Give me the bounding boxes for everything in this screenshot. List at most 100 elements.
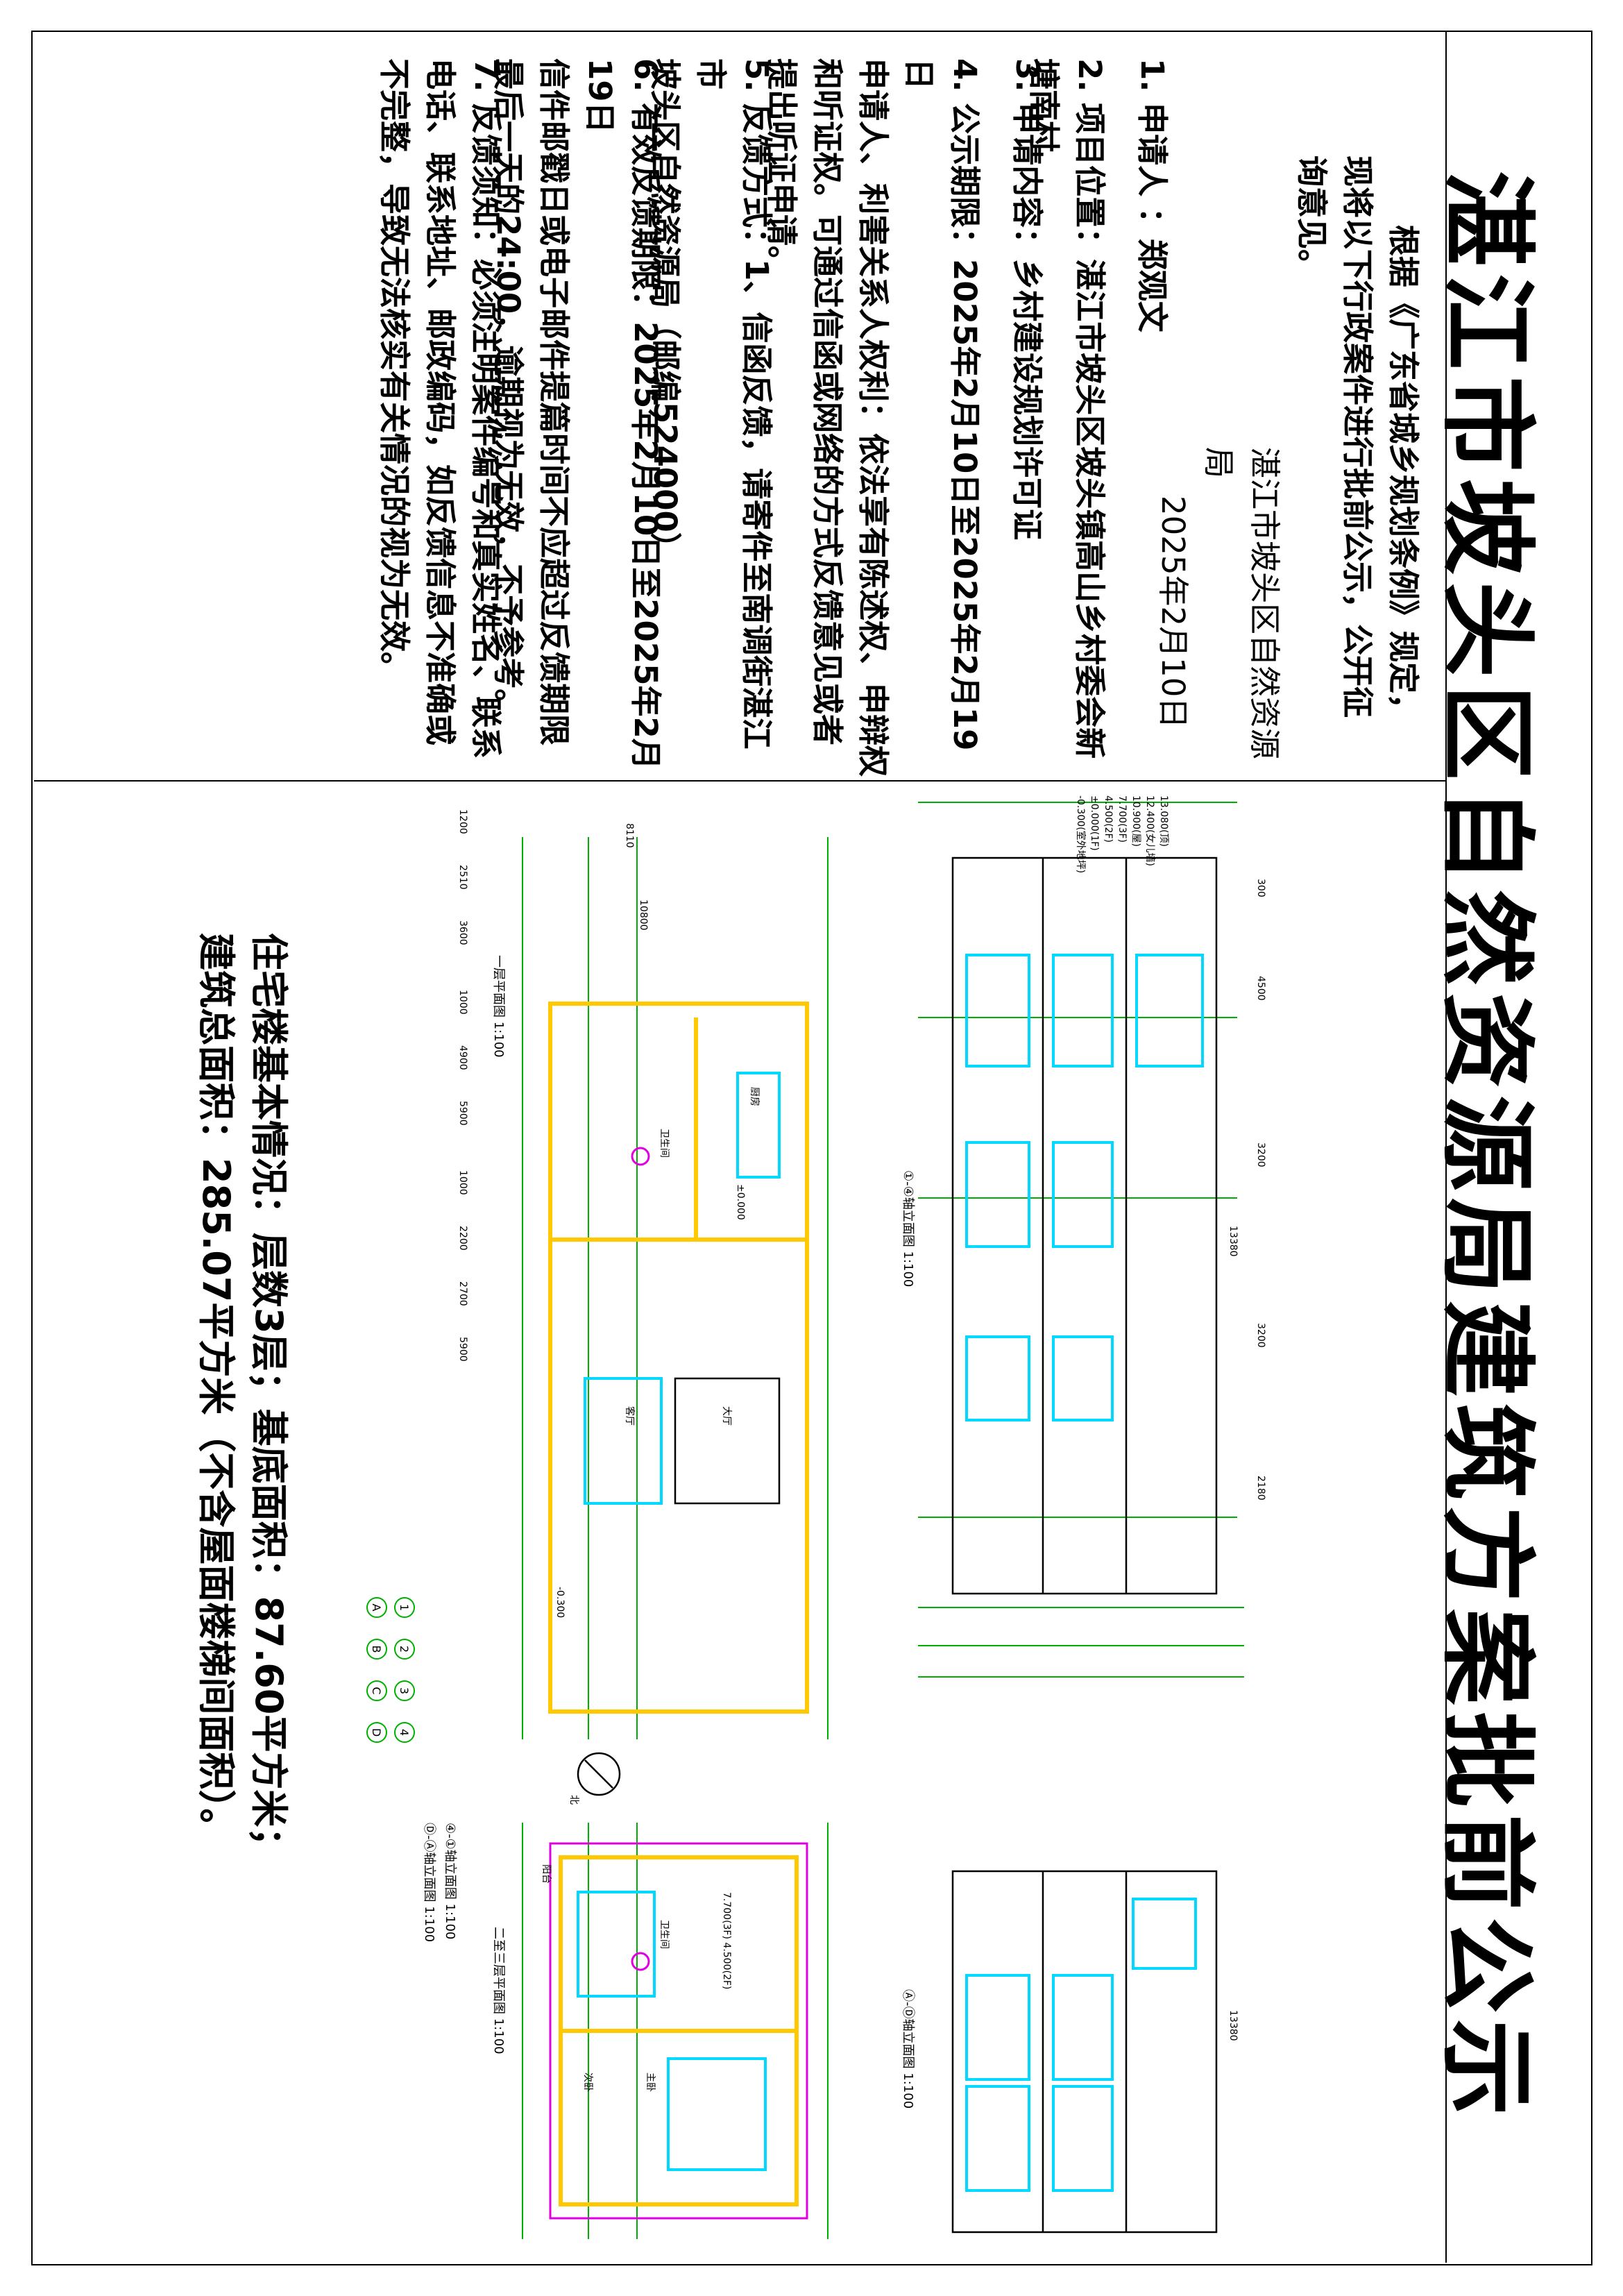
plan-ground-floor: 一层平面图 1:100 厨房 卫生间 客厅 大厅 ±0.000 -0.300 1… — [491, 823, 829, 1739]
dim-long-total: 13380 — [1227, 1226, 1239, 1257]
level-3: 10.900(屋) — [1130, 795, 1141, 847]
window — [965, 1141, 1030, 1248]
method-line-1: 5. 反馈方式：1、信函反馈，请寄件至南调街湛江市 — [692, 58, 775, 750]
notice-line-2: 电话、联系地址、邮政编码，如反馈信息不准确或 — [421, 58, 459, 746]
elev-back-label: ④-①轴立面图 1:100 — [443, 1823, 457, 1939]
axis-a: A — [370, 1604, 383, 1612]
axis-bubble — [366, 1597, 387, 1618]
dim: 300 — [1255, 879, 1266, 897]
window — [965, 2085, 1030, 2192]
intro-paragraph: 根据《广东省城乡规划条例》规定， — [1380, 225, 1426, 725]
north-label: 北 — [568, 1795, 579, 1805]
dim: 5900 — [457, 1101, 468, 1126]
axis-1: 1 — [398, 1604, 411, 1611]
window — [1051, 2085, 1114, 2192]
plan1-label: 一层平面图 1:100 — [491, 955, 506, 1058]
room-kitchen: 厨房 — [749, 1087, 760, 1106]
window — [1051, 1335, 1114, 1421]
level-roof: 13.080(顶) — [1158, 795, 1169, 847]
period-line-1: 4. 公示期限：2025年2月10日至2025年2月19日 — [900, 58, 983, 751]
issuer-block: 湛江市坡头区自然资源局 2025年2月10日 — [1150, 447, 1287, 780]
axis-c: C — [370, 1687, 383, 1694]
dim: 2510 — [457, 865, 468, 890]
window — [1051, 1141, 1114, 1248]
dim: 3200 — [1255, 1142, 1266, 1167]
wardrobe — [576, 1891, 656, 1998]
room-bath: 卫生间 — [658, 1129, 670, 1158]
facade-outline — [951, 856, 1217, 1595]
dim: 2200 — [457, 1226, 468, 1251]
dim: 4900 — [457, 1045, 468, 1070]
period-line-2: 申请人、利害关系人权利：依法享有陈述权、申辩权 — [854, 58, 892, 777]
axis-bubble — [366, 1722, 387, 1743]
north-arrow: 北 — [568, 1752, 620, 1805]
valid-line-2: 信件邮戳日或电子邮件提篇时间不应超过反馈期限 — [535, 58, 572, 746]
issue-date: 2025年2月10日 — [1154, 496, 1191, 729]
elevation-side: Ⓐ-Ⓓ轴立面图 1:100 13380 — [901, 1870, 1239, 2234]
plan-ground: -0.300 — [554, 1587, 566, 1618]
dim-short-total: 8110 — [624, 823, 635, 848]
item-valid: 6. 有效反馈期限：2025年2月10日至2025年2月19日 信件邮戳日或电子… — [485, 58, 668, 780]
elev-front-label: ①-④轴立面图 1:100 — [901, 1170, 915, 1287]
building-summary: 住宅楼基本情况：层数3层；基底面积：87.60平方米； 建筑总面积：285.07… — [189, 933, 295, 2182]
dim: 1000 — [457, 1170, 468, 1195]
notice-line-3: 不完整，导致无法核实有关情况的视为无效。 — [375, 58, 413, 684]
window — [1051, 1974, 1114, 2081]
level-ground: -0.300(室外地坪) — [1075, 795, 1087, 873]
architectural-drawings: .g { stroke:#00b000; stroke-width:2; fil… — [366, 795, 1266, 2239]
issuer: 湛江市坡头区自然资源局 — [1200, 447, 1283, 760]
elev-side-label: Ⓐ-Ⓓ轴立面图 1:100 — [901, 1989, 915, 2109]
bed — [666, 2057, 767, 2171]
dim: 2180 — [1255, 1476, 1266, 1501]
window — [965, 954, 1030, 1067]
level-1: 4.500(2F) — [1103, 795, 1114, 843]
dimension-labels: 1200 2510 3600 1000 4900 5900 1000 2200 … — [422, 809, 468, 1942]
intro-line-2: 现将以下行政案件进行批前公示，公开征 — [1339, 155, 1376, 718]
room-balcony: 阳台 — [541, 1864, 552, 1884]
dim: 4500 — [1255, 976, 1266, 1001]
axis-2: 2 — [398, 1646, 411, 1653]
valid-line-1: 6. 有效反馈期限：2025年2月10日至2025年2月19日 — [581, 58, 664, 770]
room-bed: 次卧 — [582, 2073, 593, 2092]
dim: 5900 — [457, 1337, 468, 1362]
room-hall: 大厅 — [721, 1406, 732, 1426]
room-bath: 卫生间 — [658, 1920, 670, 1949]
intro-paragraph-2: 现将以下行政案件进行批前公示，公开征 询意见。 — [1289, 155, 1380, 718]
plan-upper-floors: 二至三层平面图 1:100 主卧 次卧 阳台 卫生间 7.700(3F) 4.5… — [491, 1823, 829, 2239]
north-needle — [584, 1759, 613, 1789]
toilet-mark — [631, 1952, 649, 1971]
applicant-text: 1. 申请人 ：郑观文 — [1133, 58, 1171, 332]
level-4: 12.400(女儿墙) — [1144, 795, 1156, 866]
item-applicant: 1. 申请人 ：郑观文 — [1129, 58, 1175, 332]
kitchen-counter — [736, 1072, 781, 1179]
content-text: 3. 申请内容：乡村建设规划许可证 — [1008, 58, 1046, 541]
plan23-level: 7.700(3F) 4.500(2F) — [721, 1892, 732, 1989]
side-facade — [951, 1870, 1217, 2234]
living-sofa — [583, 1377, 663, 1505]
axis-bubble — [393, 1680, 415, 1701]
dim: 3200 — [1255, 1323, 1266, 1348]
axis-bubbles: 1 2 3 4 A B C D — [366, 1597, 415, 1743]
axis-bubble — [366, 1639, 387, 1660]
dim: 2700 — [457, 1281, 468, 1306]
window — [1051, 954, 1114, 1067]
title-band: 湛江市坡头区自然资源局建筑方案批前公示 — [1431, 31, 1592, 2263]
intro-line-1: 根据《广东省城乡规划条例》规定， — [1384, 225, 1422, 725]
item-content: 3. 申请内容：乡村建设规划许可证 — [1004, 58, 1050, 540]
plan-walls — [547, 1002, 809, 1714]
notice-text-column: 根据《广东省城乡规划条例》规定， 现将以下行政案件进行批前公示，公开征 询意见。… — [33, 31, 1445, 782]
summary-line-2: 建筑总面积：285.07平方米（不含屋面楼梯间面积）。 — [194, 933, 238, 1846]
drawing-area: .g { stroke:#00b000; stroke-width:2; fil… — [34, 782, 1445, 2263]
dim: 3600 — [457, 920, 468, 945]
level-2: 7.700(3F) — [1116, 795, 1128, 843]
north-circle — [577, 1752, 620, 1796]
plan1-level: ±0.000 — [735, 1184, 746, 1220]
axis-4: 4 — [398, 1729, 411, 1736]
dim-long-total: 13380 — [1227, 2010, 1239, 2041]
item-period: 4. 公示期限：2025年2月10日至2025年2月19日 申请人、利害关系人权… — [758, 58, 987, 780]
summary-line-1: 住宅楼基本情况：层数3层；基底面积：87.60平方米； — [246, 933, 291, 1865]
axis-3: 3 — [398, 1687, 411, 1694]
plan23-label: 二至三层平面图 1:100 — [491, 1927, 506, 2054]
window — [965, 1974, 1030, 2081]
